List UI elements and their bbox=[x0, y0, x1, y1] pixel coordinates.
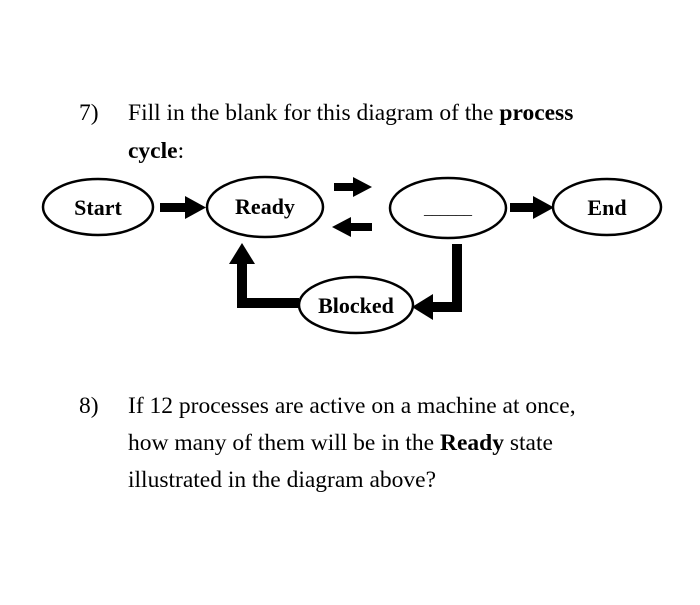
arrow-ready-to-running bbox=[334, 177, 372, 197]
question-8-line-1: If 12 processes are active on a machine … bbox=[128, 393, 576, 419]
node-ready-label: Ready bbox=[235, 194, 295, 219]
node-end: End bbox=[551, 177, 663, 237]
question-8-bold-ready: Ready bbox=[439, 430, 504, 456]
node-ready: Ready bbox=[205, 175, 325, 239]
question-7-bold-cycle: cycle bbox=[128, 138, 178, 164]
question-7-line-2: cycle: bbox=[128, 134, 184, 169]
arrow-blocked-to-ready bbox=[229, 243, 299, 308]
question-8-state: state bbox=[503, 430, 553, 456]
question-7-bold-process: process bbox=[499, 100, 574, 126]
question-8-text: how many of them will be in the bbox=[128, 430, 440, 456]
node-start-label: Start bbox=[74, 195, 122, 220]
arrow-running-to-blocked bbox=[412, 244, 462, 320]
node-blocked-label: Blocked bbox=[318, 293, 394, 318]
node-end-label: End bbox=[587, 195, 626, 220]
node-running-blank: ______ bbox=[388, 176, 508, 240]
arrow-start-to-ready bbox=[160, 196, 206, 219]
question-7-line-1: Fill in the blank for this diagram of th… bbox=[128, 96, 573, 131]
question-7-number: 7) bbox=[79, 100, 99, 126]
arrow-running-to-ready bbox=[332, 217, 372, 237]
question-8-line-2: how many of them will be in the Ready st… bbox=[128, 426, 553, 461]
node-running-blank-label: ______ bbox=[423, 201, 473, 218]
question-8-number: 8) bbox=[79, 393, 99, 419]
question-7-colon: : bbox=[177, 138, 185, 164]
arrow-running-to-end bbox=[510, 196, 554, 219]
node-blocked: Blocked bbox=[297, 275, 415, 335]
question-8-line-3: illustrated in the diagram above? bbox=[128, 467, 437, 493]
node-start: Start bbox=[41, 177, 155, 237]
question-7-text: Fill in the blank for this diagram of th… bbox=[128, 100, 500, 126]
